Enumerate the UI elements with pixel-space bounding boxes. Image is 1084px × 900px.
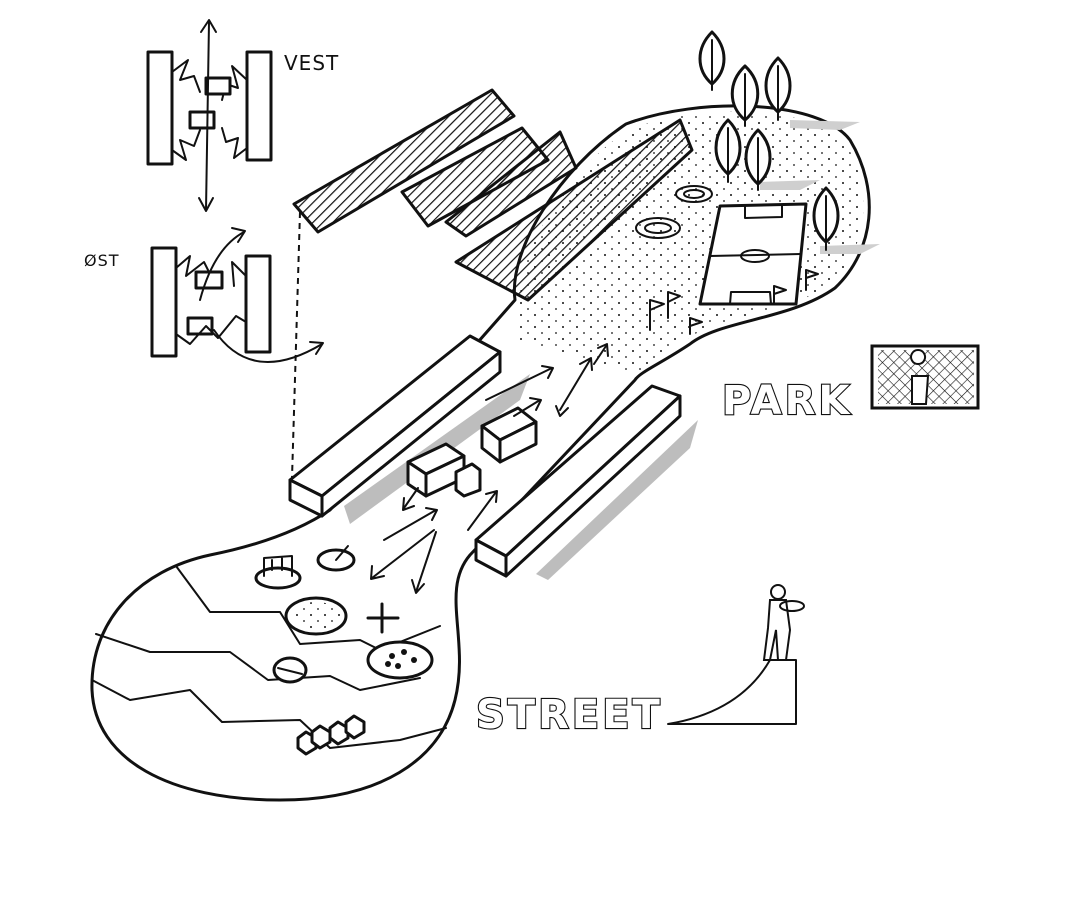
- hatched-roofs: [292, 88, 694, 302]
- arrow-icon: [593, 343, 609, 365]
- tree-icon: [812, 186, 840, 251]
- ost-label: ØST: [84, 251, 120, 270]
- plaza-elements: [254, 545, 434, 756]
- tree-icon: [764, 56, 792, 121]
- small-pavilions: [406, 406, 538, 498]
- park-label: PARK: [722, 378, 852, 424]
- goal-icon: [870, 344, 980, 410]
- mounds: [635, 185, 713, 239]
- building-block-east: [474, 384, 698, 580]
- arrow-icon: [555, 405, 569, 417]
- arrow-icon: [383, 507, 438, 541]
- projection-line: [291, 211, 301, 479]
- flag-icon: [805, 269, 819, 291]
- building-block-west: [288, 334, 530, 524]
- arrow-icon: [513, 397, 542, 417]
- movement-arrows: [370, 343, 609, 594]
- arrow-icon: [370, 529, 435, 580]
- skater-icon: [667, 584, 805, 725]
- flag-icon: [667, 291, 681, 319]
- tree-shadows: [760, 120, 880, 254]
- site-outline: [90, 104, 871, 802]
- flag-icon: [773, 285, 787, 305]
- tree-icon: [698, 30, 726, 91]
- football-pitch-icon: [698, 202, 808, 306]
- tree-icon: [730, 64, 760, 127]
- street-label: STREET: [476, 692, 663, 738]
- arrow-icon: [402, 487, 419, 511]
- flags: [649, 269, 819, 335]
- flag-icon: [649, 299, 665, 331]
- arrow-icon: [411, 531, 437, 594]
- arrow-icon: [559, 357, 593, 411]
- vest-label: VEST: [284, 51, 339, 75]
- flag-icon: [689, 317, 703, 335]
- tree-icon: [714, 118, 742, 183]
- orientation-sketch-vest: VEST: [146, 19, 339, 212]
- arrow-icon: [467, 490, 498, 531]
- arrow-icon: [485, 365, 554, 401]
- trees: [698, 30, 840, 251]
- tree-icon: [744, 128, 772, 191]
- orientation-sketch-ost: ØST: [84, 227, 324, 363]
